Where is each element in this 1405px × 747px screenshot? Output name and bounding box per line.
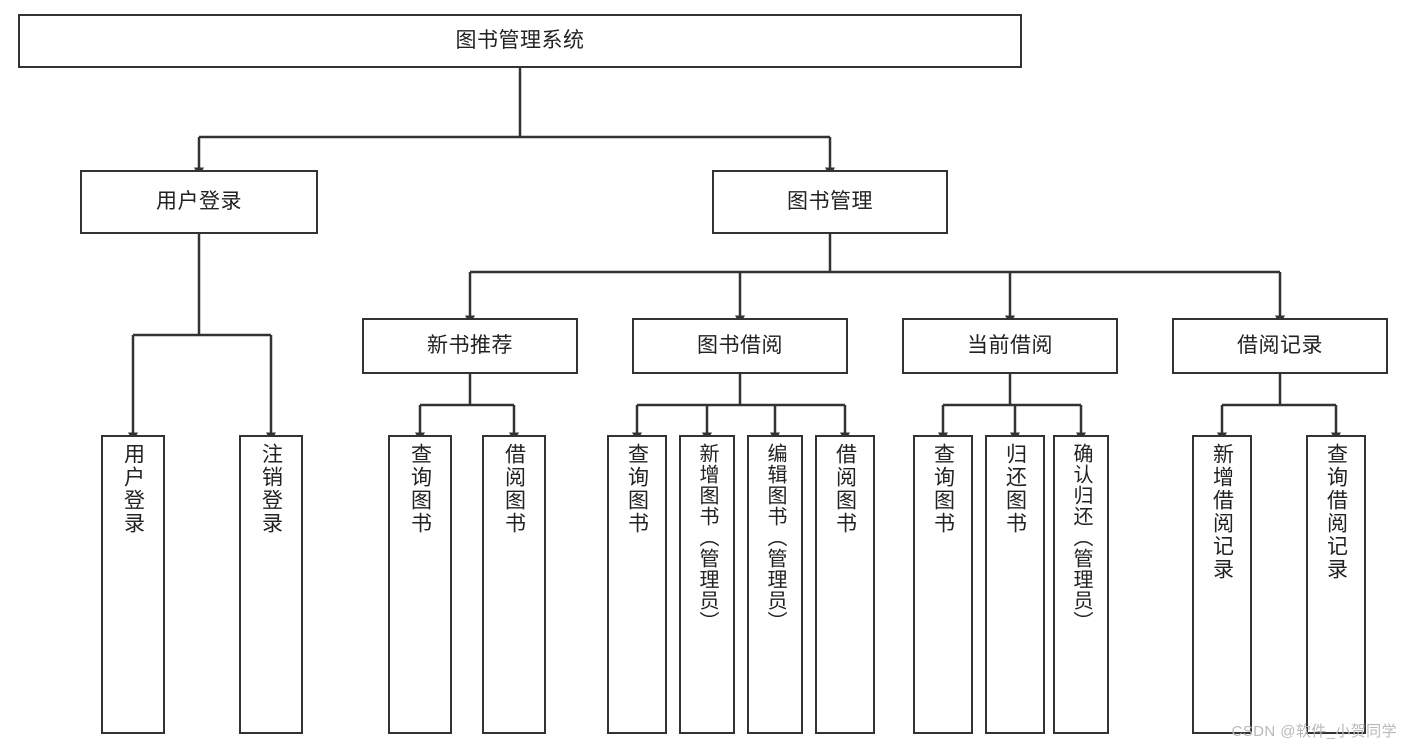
node-label: 借阅图书 <box>502 443 526 535</box>
node-label: 新增图书（管理员） <box>696 443 718 632</box>
node-b-query[interactable]: 查询图书 <box>607 435 667 734</box>
node-label: 图书管理 <box>787 190 873 214</box>
node-root[interactable]: 图书管理系统 <box>18 14 1022 68</box>
node-label: 查询图书 <box>931 443 955 535</box>
watermark-text: CSDN @软件_小贺同学 <box>1231 723 1397 740</box>
node-label: 注销登录 <box>259 443 283 535</box>
node-newbook[interactable]: 新书推荐 <box>362 318 578 374</box>
node-b-edit[interactable]: 编辑图书（管理员） <box>747 435 803 734</box>
node-l-logout[interactable]: 注销登录 <box>239 435 303 734</box>
node-c-query[interactable]: 查询图书 <box>913 435 973 734</box>
node-r-add[interactable]: 新增借阅记录 <box>1192 435 1252 734</box>
node-login[interactable]: 用户登录 <box>80 170 318 234</box>
node-label: 用户登录 <box>156 190 242 214</box>
node-records[interactable]: 借阅记录 <box>1172 318 1388 374</box>
node-label: 图书借阅 <box>697 334 783 358</box>
node-label: 用户登录 <box>121 443 145 535</box>
node-current[interactable]: 当前借阅 <box>902 318 1118 374</box>
node-b-add[interactable]: 新增图书（管理员） <box>679 435 735 734</box>
node-label: 新书推荐 <box>427 334 513 358</box>
node-label: 确认归还（管理员） <box>1070 443 1092 632</box>
node-label: 编辑图书（管理员） <box>764 443 786 632</box>
node-label: 归还图书 <box>1003 443 1027 535</box>
node-n-query[interactable]: 查询图书 <box>388 435 452 734</box>
node-label: 借阅图书 <box>833 443 857 535</box>
edge-group <box>128 68 1341 442</box>
node-bookmgmt[interactable]: 图书管理 <box>712 170 948 234</box>
node-l-login[interactable]: 用户登录 <box>101 435 165 734</box>
node-c-confirm[interactable]: 确认归还（管理员） <box>1053 435 1109 734</box>
node-n-borrow[interactable]: 借阅图书 <box>482 435 546 734</box>
node-label: 新增借阅记录 <box>1210 443 1234 581</box>
node-label: 查询图书 <box>408 443 432 535</box>
node-b-lend[interactable]: 借阅图书 <box>815 435 875 734</box>
node-r-query[interactable]: 查询借阅记录 <box>1306 435 1366 734</box>
node-label: 图书管理系统 <box>455 29 585 53</box>
node-label: 查询借阅记录 <box>1324 443 1348 581</box>
node-label: 当前借阅 <box>967 334 1053 358</box>
node-label: 查询图书 <box>625 443 649 535</box>
node-borrow[interactable]: 图书借阅 <box>632 318 848 374</box>
node-c-return[interactable]: 归还图书 <box>985 435 1045 734</box>
node-label: 借阅记录 <box>1237 334 1323 358</box>
